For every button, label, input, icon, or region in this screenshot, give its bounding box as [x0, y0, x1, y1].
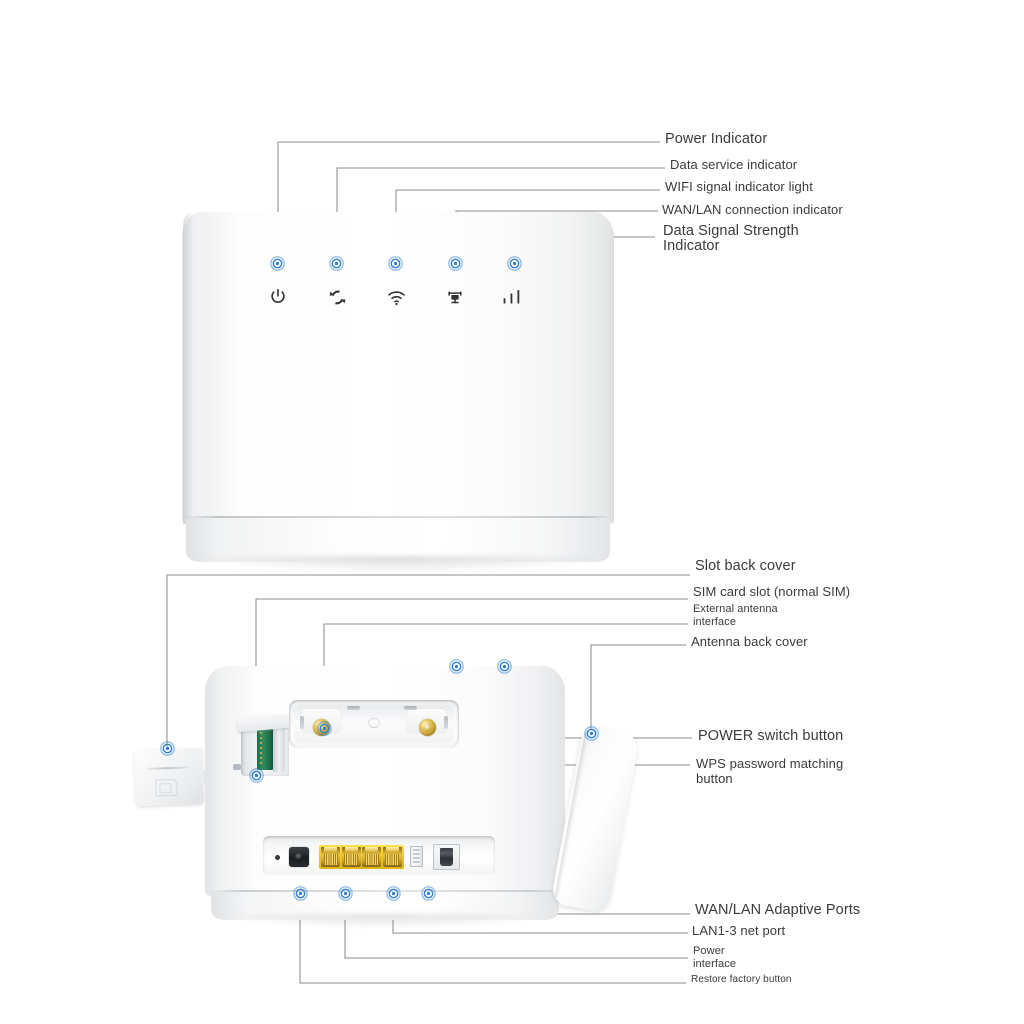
label-power-switch-button: POWER switch button	[698, 728, 844, 744]
ethernet-port-group	[319, 845, 404, 869]
label-slot-back-cover: Slot back cover	[695, 558, 796, 574]
router-rear-shadow	[219, 914, 551, 928]
led-indicator-row	[182, 212, 614, 524]
callout-marker-lan-net-port[interactable]	[386, 886, 401, 901]
label-wan-lan-adaptive-ports: WAN/LAN Adaptive Ports	[695, 902, 861, 918]
sma-connector-right[interactable]	[419, 719, 436, 736]
label-wan-lan-connection-indicator: WAN/LAN connection indicator	[662, 202, 843, 217]
lan-port-3[interactable]	[382, 847, 402, 867]
sim-bay-edge	[273, 726, 285, 772]
callout-marker-data-service[interactable]	[329, 256, 344, 271]
label-antenna-back-cover: Antenna back cover	[691, 634, 808, 649]
recess-notch-left	[347, 706, 360, 710]
label-wps-button-line2: button	[696, 771, 733, 786]
label-restore-factory-button: Restore factory button	[691, 974, 792, 985]
label-data-signal-strength-line2: Indicator	[663, 238, 720, 254]
callout-marker-signal-strength[interactable]	[507, 256, 522, 271]
callout-marker-antenna-back-cover[interactable]	[584, 726, 599, 741]
label-power-interface-line1: Power	[693, 945, 725, 957]
data-service-icon	[322, 284, 352, 310]
callout-marker-wifi[interactable]	[388, 256, 403, 271]
callout-marker-sim-card-slot[interactable]	[249, 768, 264, 783]
callout-marker-external-antenna[interactable]	[317, 721, 332, 736]
router-rear-seam	[207, 890, 563, 892]
callout-marker-slot-back-cover[interactable]	[160, 741, 175, 756]
label-external-antenna-line2: interface	[693, 616, 737, 628]
callout-marker-power-interface[interactable]	[338, 886, 353, 901]
sim-card-emblem-icon	[155, 778, 178, 797]
recess-notch-right	[404, 706, 417, 710]
label-power-interface-line2: interface	[693, 958, 737, 970]
sim-card-slot-bay	[231, 714, 289, 782]
callout-marker-wan-lan[interactable]	[448, 256, 463, 271]
callout-marker-restore-factory[interactable]	[293, 886, 308, 901]
callout-marker-wan-lan-ports[interactable]	[421, 886, 436, 901]
callout-marker-power[interactable]	[270, 256, 285, 271]
restore-factory-button[interactable]	[275, 855, 280, 860]
label-power-indicator: Power Indicator	[665, 131, 768, 147]
router-front-base	[186, 518, 610, 562]
usb-port[interactable]	[410, 846, 423, 867]
rj11-phone-port[interactable]	[433, 844, 460, 870]
wan-lan-adaptive-port[interactable]	[321, 847, 340, 867]
slot-back-cover-face	[134, 747, 204, 807]
router-front-shell	[182, 212, 614, 524]
wan-lan-network-icon	[440, 284, 470, 310]
router-rear-base	[211, 892, 559, 920]
rear-port-bay	[263, 836, 495, 876]
recess-slot-right	[444, 716, 448, 729]
power-interface-jack[interactable]	[289, 847, 309, 867]
wps-button[interactable]	[368, 718, 380, 728]
lan-port-1[interactable]	[341, 847, 361, 867]
leader-antenna-back-cover	[590, 644, 686, 733]
power-icon	[263, 284, 293, 310]
external-antenna-recess	[289, 700, 459, 748]
label-external-antenna-line1: External antenna	[693, 603, 778, 615]
callout-marker-wps-button[interactable]	[449, 659, 464, 674]
router-front-view	[182, 212, 614, 572]
sim-card-connector[interactable]	[257, 728, 273, 770]
recess-slot-left	[300, 716, 304, 729]
label-sim-card-slot: SIM card slot (normal SIM)	[693, 584, 851, 599]
sim-bay-tab	[233, 764, 241, 770]
label-lan-net-port: LAN1-3 net port	[692, 923, 786, 938]
router-front-seam	[184, 516, 612, 518]
label-wifi-signal-indicator: WIFI signal indicator light	[665, 179, 813, 194]
lan-port-2[interactable]	[362, 847, 381, 867]
router-front-shadow	[192, 556, 606, 572]
slot-cover-groove	[146, 766, 189, 770]
sma-connector-left[interactable]	[313, 719, 330, 736]
label-data-signal-strength-line1: Data Signal Strength	[663, 223, 799, 239]
wifi-icon	[381, 284, 411, 310]
router-rear-view	[205, 666, 565, 928]
label-data-service-indicator: Data service indicator	[670, 157, 798, 172]
signal-bars-icon	[499, 284, 529, 310]
callout-marker-power-switch[interactable]	[497, 659, 512, 674]
label-wps-button-line1: WPS password matching	[696, 756, 844, 771]
